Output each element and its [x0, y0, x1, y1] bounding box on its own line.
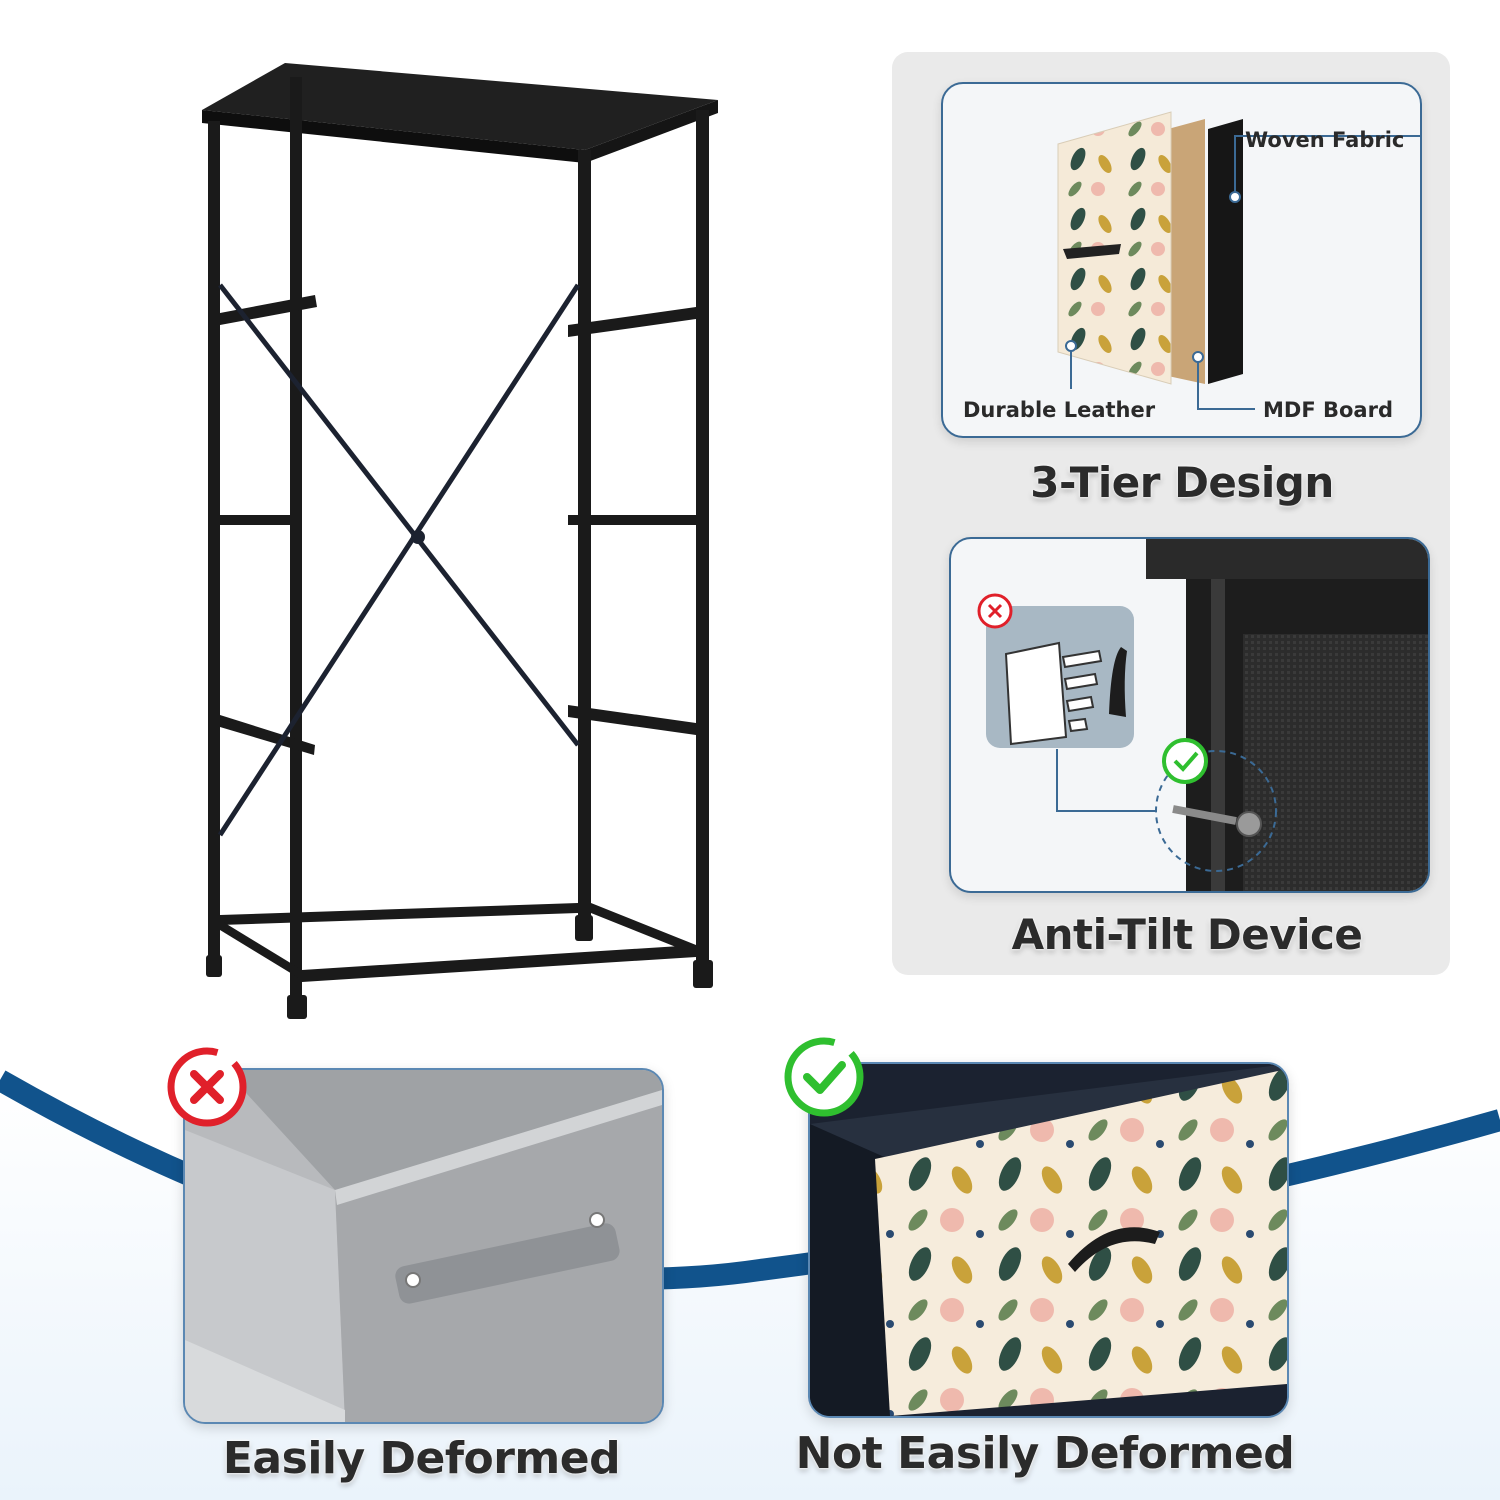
materials-card: Woven Fabric Durable Leather MDF Board — [941, 82, 1422, 438]
anti-tilt-caption: Anti-Tilt Device — [1011, 910, 1363, 959]
fabric-drawer-illustration — [185, 1070, 662, 1422]
durable-leather-label: Durable Leather — [963, 398, 1156, 422]
green-check-icon — [784, 1037, 864, 1117]
mdf-board-label: MDF Board — [1263, 398, 1393, 422]
red-x-icon — [167, 1047, 247, 1127]
anti-tilt-card — [949, 537, 1430, 893]
leather-drawer-illustration — [810, 1064, 1287, 1416]
easily-deformed-caption: Easily Deformed — [222, 1433, 621, 1484]
not-easily-deformed-caption: Not Easily Deformed — [795, 1428, 1295, 1479]
layers-illustration — [1057, 111, 1420, 410]
tier-design-caption: 3-Tier Design — [1030, 458, 1334, 507]
anti-tilt-illustration — [977, 539, 1428, 891]
fabric-drawer-photo — [183, 1068, 664, 1424]
woven-fabric-label: Woven Fabric — [1245, 128, 1405, 152]
leather-drawer-photo — [808, 1062, 1289, 1418]
metal-frame-illustration — [202, 63, 718, 1019]
